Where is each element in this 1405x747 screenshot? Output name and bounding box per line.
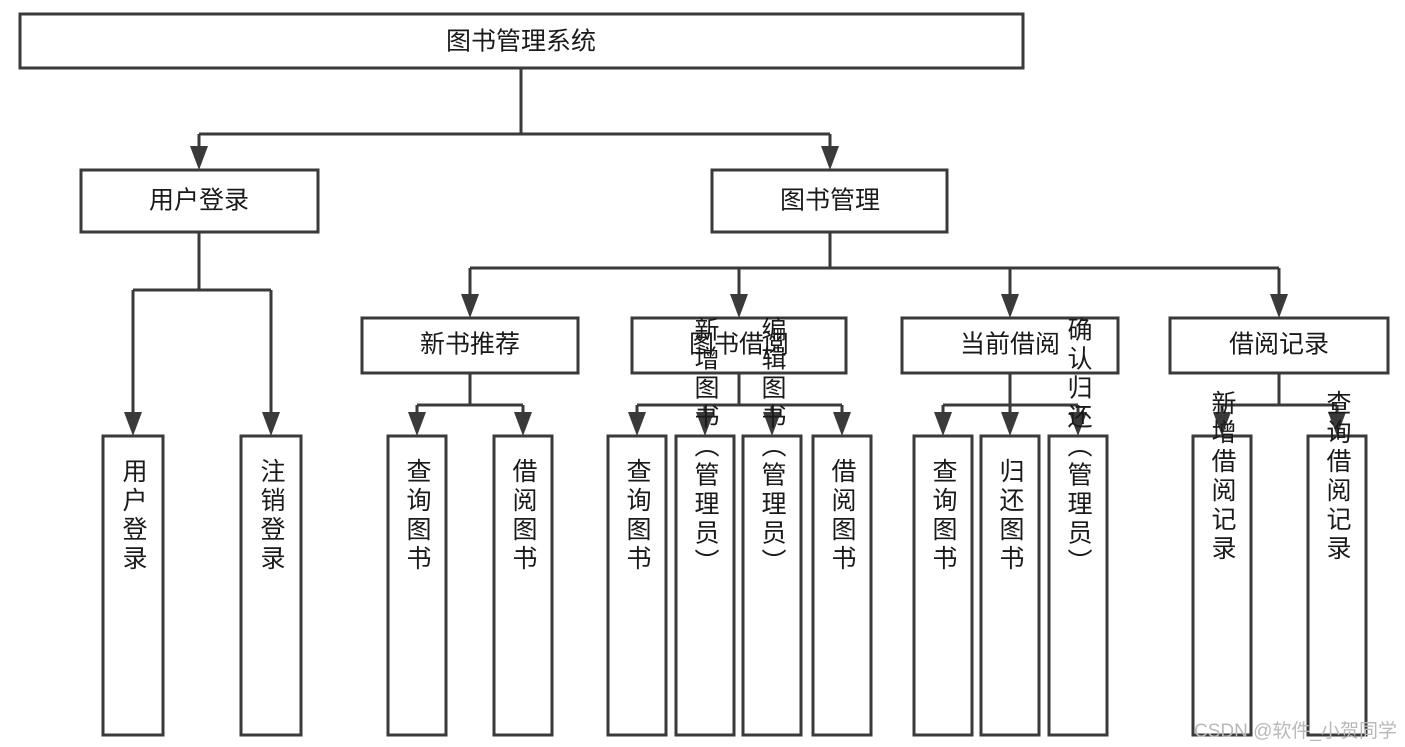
leaf-record-add-record-label: 新增借阅记录 xyxy=(1208,390,1237,564)
leaf-current-return-book[interactable]: 归还图书 xyxy=(979,434,1041,737)
node-user-login-box[interactable] xyxy=(79,168,320,234)
arrow-book-mgmt-current xyxy=(1001,294,1019,318)
node-book-management[interactable]: 图书管理 xyxy=(710,168,949,234)
node-user-login-label: 用户登录 xyxy=(149,187,249,215)
node-book-management-box[interactable] xyxy=(710,168,949,234)
node-borrow-record-box[interactable] xyxy=(1168,316,1390,375)
node-book-management-label: 图书管理 xyxy=(780,187,880,215)
leaf-new-book-borrow-label: 借阅图书 xyxy=(509,458,538,574)
arrow-record-leaf-2 xyxy=(1328,412,1346,436)
leaf-record-add-record-box[interactable] xyxy=(1191,434,1253,737)
arrow-user-login-leaf-1 xyxy=(124,412,142,436)
node-book-borrow-label: 图书借阅 xyxy=(689,331,789,359)
leaf-current-return-book-box[interactable] xyxy=(979,434,1041,737)
leaf-user-login-logout[interactable]: 注销登录 xyxy=(239,434,303,737)
leaf-borrow-add-book-box[interactable] xyxy=(674,434,736,737)
leaf-new-book-borrow[interactable]: 借阅图书 xyxy=(492,434,554,737)
arrow-borrow-leaf-4 xyxy=(833,412,851,436)
leaf-user-login-logout-box[interactable] xyxy=(239,434,303,737)
node-current-borrow[interactable]: 当前借阅 xyxy=(900,316,1120,375)
node-book-borrow-box[interactable] xyxy=(630,316,848,375)
leaf-user-login-login[interactable]: 用户登录 xyxy=(101,434,165,737)
arrow-new-book-leaf-2 xyxy=(514,412,532,436)
leaf-current-confirm-return[interactable]: 确认归还（管理员） xyxy=(1047,317,1109,737)
arrow-current-leaf-3 xyxy=(1069,412,1087,436)
arrow-borrow-leaf-3 xyxy=(763,412,781,436)
leaf-borrow-borrow-book[interactable]: 借阅图书 xyxy=(811,434,873,737)
leaf-new-book-query[interactable]: 查询图书 xyxy=(386,434,448,737)
arrow-book-mgmt-borrow xyxy=(730,294,748,318)
leaf-record-add-record[interactable]: 新增借阅记录 xyxy=(1191,390,1253,737)
leaf-borrow-edit-book[interactable]: 编辑图书（管理员） xyxy=(741,317,803,737)
leaf-user-login-login-box[interactable] xyxy=(101,434,165,737)
node-borrow-record-label: 借阅记录 xyxy=(1229,331,1329,359)
leaf-user-login-logout-label: 注销登录 xyxy=(257,458,286,574)
arrow-borrow-leaf-1 xyxy=(628,412,646,436)
leaf-borrow-borrow-book-label: 借阅图书 xyxy=(828,458,857,574)
arrow-user-login-leaf-2 xyxy=(262,412,280,436)
leaf-borrow-borrow-book-box[interactable] xyxy=(811,434,873,737)
arrow-book-mgmt-record xyxy=(1270,294,1288,318)
leaf-new-book-query-label: 查询图书 xyxy=(403,458,432,574)
node-borrow-record[interactable]: 借阅记录 xyxy=(1168,316,1390,375)
leaf-borrow-edit-book-box[interactable] xyxy=(741,434,803,737)
arrow-borrow-leaf-2 xyxy=(696,412,714,436)
leaf-borrow-edit-book-label: 编辑图书（管理员） xyxy=(758,317,787,578)
leaf-user-login-login-label: 用户登录 xyxy=(119,458,148,574)
leaf-record-query-record[interactable]: 查询借阅记录 xyxy=(1306,390,1368,737)
node-new-book-recommend-box[interactable] xyxy=(360,316,580,375)
arrow-root-to-book-mgmt xyxy=(821,146,839,170)
arrow-current-leaf-2 xyxy=(1001,412,1019,436)
leaf-new-book-query-box[interactable] xyxy=(386,434,448,737)
edges-layer xyxy=(124,68,1346,436)
arrow-root-to-user-login xyxy=(190,146,208,170)
leaf-new-book-borrow-box[interactable] xyxy=(492,434,554,737)
node-current-borrow-label: 当前借阅 xyxy=(960,331,1060,359)
leaf-borrow-add-book[interactable]: 新增图书（管理员） xyxy=(674,317,736,737)
leaf-borrow-query-book[interactable]: 查询图书 xyxy=(606,434,668,737)
node-new-book-recommend[interactable]: 新书推荐 xyxy=(360,316,580,375)
arrow-current-leaf-1 xyxy=(934,412,952,436)
node-root-label: 图书管理系统 xyxy=(446,28,596,56)
arrow-new-book-leaf-1 xyxy=(408,412,426,436)
leaf-current-query-book[interactable]: 查询图书 xyxy=(912,434,974,737)
leaf-borrow-query-book-label: 查询图书 xyxy=(623,458,652,574)
leaf-current-query-book-box[interactable] xyxy=(912,434,974,737)
arrow-book-mgmt-new-book xyxy=(461,294,479,318)
node-root-box[interactable] xyxy=(18,12,1025,70)
leaf-record-query-record-box[interactable] xyxy=(1306,434,1368,737)
node-new-book-recommend-label: 新书推荐 xyxy=(420,331,520,359)
leaf-borrow-add-book-label: 新增图书（管理员） xyxy=(691,317,720,578)
leaf-current-confirm-return-box[interactable] xyxy=(1047,434,1109,737)
node-root-system[interactable]: 图书管理系统 xyxy=(18,12,1025,70)
leaf-record-query-record-label: 查询借阅记录 xyxy=(1323,390,1352,564)
node-book-borrow[interactable]: 图书借阅 xyxy=(630,316,848,375)
leaf-current-confirm-return-label: 确认归还（管理员） xyxy=(1064,317,1093,578)
leaf-borrow-query-book-box[interactable] xyxy=(606,434,668,737)
arrow-record-leaf-1 xyxy=(1213,412,1231,436)
leaf-current-return-book-label: 归还图书 xyxy=(996,458,1025,574)
leaf-current-query-book-label: 查询图书 xyxy=(929,458,958,574)
node-current-borrow-box[interactable] xyxy=(900,316,1120,375)
node-user-login[interactable]: 用户登录 xyxy=(79,168,320,234)
